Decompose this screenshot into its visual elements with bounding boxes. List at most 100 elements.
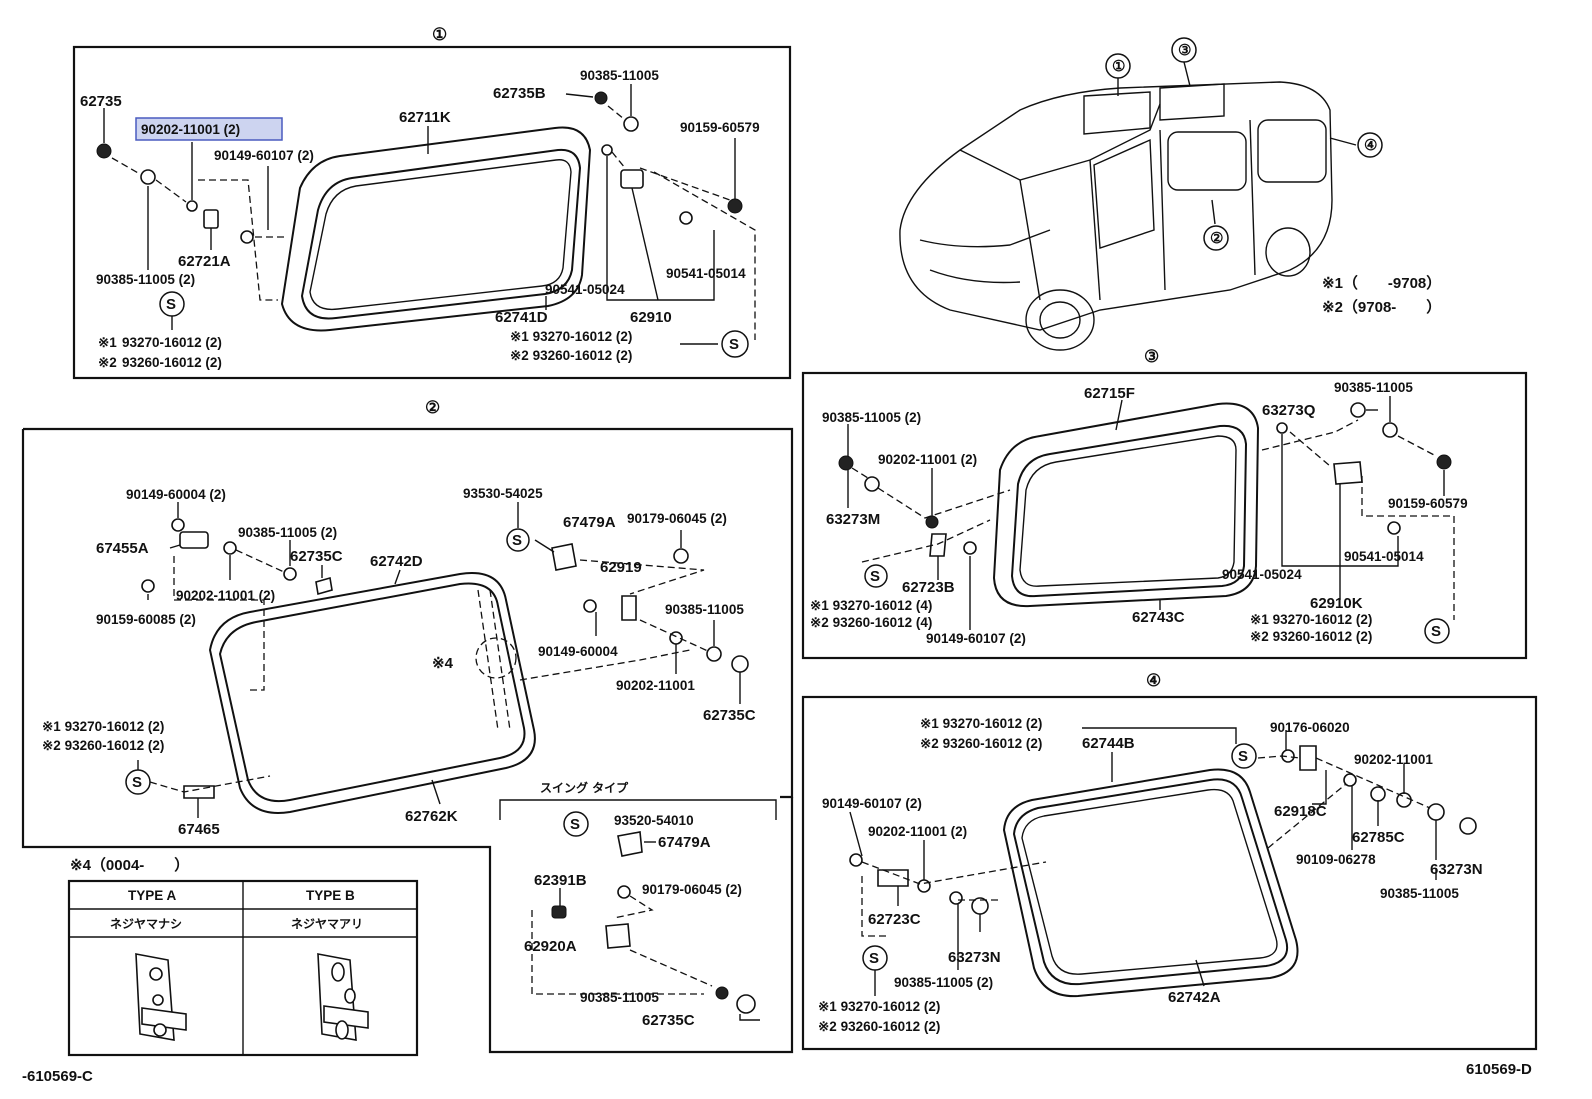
note-2-s4: ※2 93260-16012 (2) — [920, 736, 1042, 751]
part-62744B: 62744B — [1082, 735, 1135, 752]
part-90202-11001-2-s3: 90202-11001 (2) — [878, 452, 977, 467]
vehicle-note-1: ※1（ -9708） — [1322, 274, 1441, 292]
part-90202-11001-highlight[interactable]: 90202-11001 (2) — [141, 122, 240, 137]
section-4-label: ④ — [1146, 671, 1161, 690]
window-2-labels: 90149-60004 (2) 90385-11005 (2) 67455A 6… — [42, 486, 756, 838]
s-symbol-4 — [563, 811, 589, 837]
s-symbol-5 — [864, 564, 888, 588]
window-1-leaders — [103, 84, 756, 345]
vehicle-callout-3: ③ — [1178, 42, 1191, 59]
part-90385-11005-s2: 90385-11005 — [665, 602, 744, 617]
code-left: -610569-C — [22, 1068, 93, 1085]
part-62735B: 62735B — [493, 85, 546, 102]
part-67479A-swing: 67479A — [658, 834, 711, 851]
part-62711K: 62711K — [399, 109, 451, 126]
s-symbol-8 — [862, 945, 888, 971]
section-2-label: ② — [425, 398, 440, 417]
section-1-label: ① — [432, 25, 447, 44]
vehicle-callout-4: ④ — [1364, 137, 1377, 154]
part-90541-05014-s3: 90541-05014 — [1344, 549, 1424, 564]
part-67479A: 67479A — [563, 514, 616, 531]
part-90149-60107-2-s3: 90149-60107 (2) — [926, 631, 1026, 646]
part-90149-60004-2: 90149-60004 (2) — [126, 487, 226, 502]
vehicle-illustration — [899, 61, 1357, 351]
part-67465: 67465 — [178, 821, 220, 838]
vehicle-note-2: ※2（9708- ） — [1322, 298, 1441, 316]
s-symbol-right — [721, 330, 749, 358]
part-90109-06278: 90109-06278 — [1296, 852, 1376, 867]
part-90385-11005-swing: 90385-11005 — [580, 990, 659, 1005]
section-2-frame-top — [23, 427, 794, 799]
note-1-s3-4: ※1 93270-16012 (4) — [810, 598, 932, 613]
part-62910K: 62910K — [1310, 595, 1363, 612]
note-2-s3-4: ※2 93260-16012 (4) — [810, 615, 932, 630]
part-62762K: 62762K — [405, 808, 458, 825]
type-table: TYPE A TYPE B ネジヤマナシ ネジヤマアリ — [67, 879, 419, 1057]
part-90385-11005-s4: 90385-11005 — [1380, 886, 1459, 901]
part-90176-06020: 90176-06020 — [1270, 720, 1350, 735]
note-1-s3-2: ※1 93270-16012 (2) — [1250, 612, 1372, 627]
s-symbol-6-text: S — [1431, 623, 1441, 640]
s-symbol-6 — [1424, 618, 1450, 644]
part-62735: 62735 — [80, 93, 122, 110]
type-table-note: ※4（0004- ） — [70, 856, 189, 874]
part-90149-60107-2-s4: 90149-60107 (2) — [822, 796, 922, 811]
window-4-glass — [1002, 768, 1299, 998]
s-symbol-4-text: S — [570, 816, 580, 833]
part-90541-05024-s3: 90541-05024 — [1222, 567, 1302, 582]
part-62735C-swing: 62735C — [642, 1012, 695, 1029]
note-1-s2: ※1 93270-16012 (2) — [42, 719, 164, 734]
part-62391B: 62391B — [534, 872, 587, 889]
note-2-s2: ※2 93260-16012 (2) — [42, 738, 164, 753]
code-right: 610569-D — [1466, 1061, 1532, 1078]
part-90149-60107: 90149-60107 (2) — [214, 148, 314, 163]
note-2-s3-2: ※2 93260-16012 (2) — [1250, 629, 1372, 644]
section-3-label: ③ — [1144, 347, 1159, 366]
s-symbol-8-text: S — [869, 950, 879, 967]
highlight-90202-11001 — [135, 117, 283, 141]
window-3-labels: 62715F 90385-11005 (2) 90202-11001 (2) 6… — [810, 380, 1468, 646]
part-62910: 62910 — [630, 309, 672, 326]
part-90159-60579: 90159-60579 — [680, 120, 760, 135]
section-2-frame — [21, 429, 794, 1054]
part-93530-54025: 93530-54025 — [463, 486, 543, 501]
part-90385-11005-2-s3: 90385-11005 (2) — [822, 410, 921, 425]
part-90385-11005-2-s4: 90385-11005 (2) — [894, 975, 993, 990]
part-62735C: 62735C — [290, 548, 343, 565]
part-67455A: 67455A — [96, 540, 149, 557]
window-2-leaders — [137, 502, 741, 818]
window-2-glass — [208, 572, 536, 814]
part-90179-06045-swing: 90179-06045 (2) — [642, 882, 742, 897]
part-62735C-b: 62735C — [703, 707, 756, 724]
part-62715F: 62715F — [1084, 385, 1135, 402]
s-symbol-3 — [125, 769, 151, 795]
section-4-frame — [801, 695, 1538, 1051]
s-symbol-5-text: S — [870, 568, 880, 585]
type-a-hinge-image — [135, 953, 187, 1041]
window-1-labels: 62735 90202-11001 (2) 90149-60107 (2) 62… — [80, 68, 760, 370]
part-62741D: 62741D — [495, 309, 548, 326]
part-62721A: 62721A — [178, 253, 231, 270]
note-1-s4: ※1 93270-16012 (2) — [920, 716, 1042, 731]
type-b-label: TYPE B — [306, 888, 355, 903]
window-1-hardware — [96, 91, 743, 244]
part-63273M: 63273M — [826, 511, 880, 528]
note-1-part: 93270-16012 (2) — [122, 335, 222, 350]
part-62743C: 62743C — [1132, 609, 1185, 626]
window-1-glass — [280, 126, 592, 332]
s-symbol-3-text: S — [132, 774, 142, 791]
part-90202-11001-2: 90202-11001 (2) — [176, 588, 275, 603]
part-90202-11001: 90202-11001 — [616, 678, 695, 693]
part-63273N-b: 63273N — [948, 949, 1001, 966]
note-2-right: ※2 93260-16012 (2) — [510, 348, 632, 363]
window-3-leaders — [847, 396, 1455, 630]
part-90159-60579-s3: 90159-60579 — [1388, 496, 1468, 511]
type-b-desc: ネジヤマアリ — [291, 917, 363, 931]
window-4-leaders — [849, 727, 1437, 996]
s-symbol-2 — [506, 528, 530, 552]
swing-type: スイング タイプ S 93520-54010 67479A 62391B 901… — [524, 780, 760, 1029]
type-b-hinge-image — [317, 953, 369, 1041]
vehicle-callout-1: ① — [1112, 58, 1125, 75]
s-symbol-text: S — [166, 296, 176, 313]
part-63273Q: 63273Q — [1262, 402, 1316, 419]
